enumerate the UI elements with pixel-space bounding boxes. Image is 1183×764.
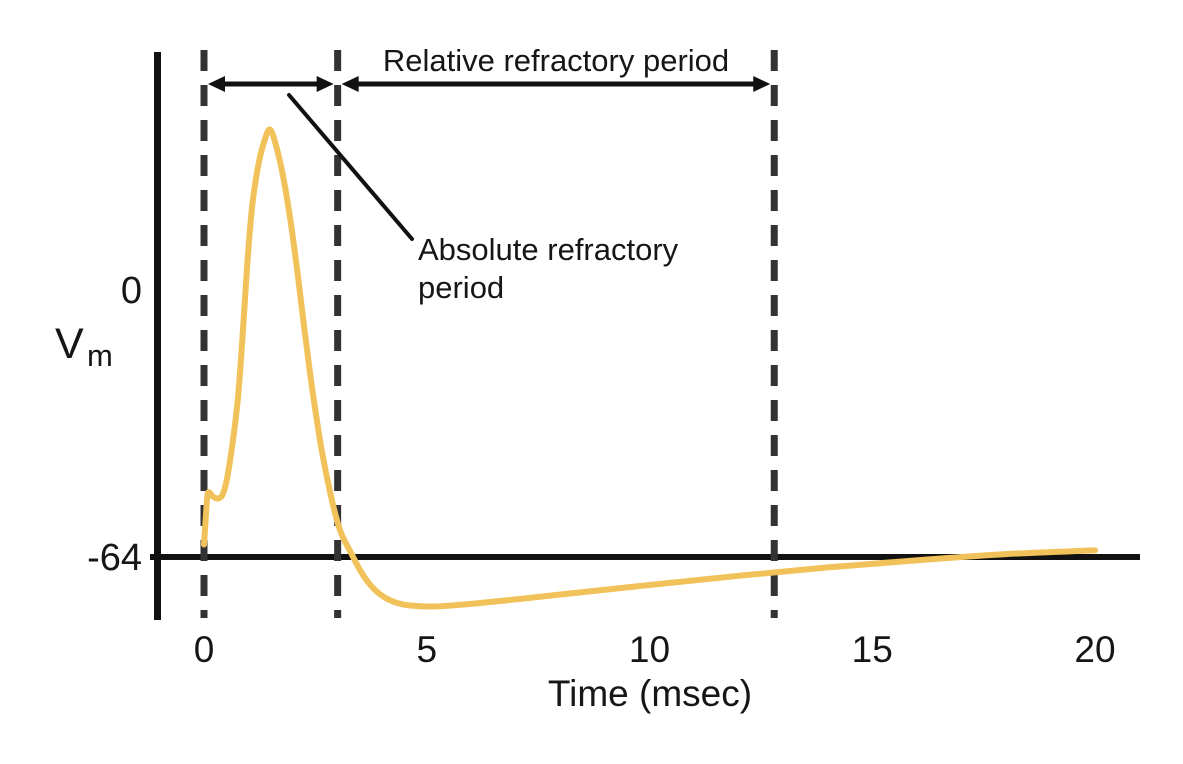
chart-dynamic-layer: 0 5 10 15 20 0 -64 <box>87 50 1116 670</box>
absolute-refractory-arrow-left-arrowhead <box>208 76 225 92</box>
y-axis-title-subscript: m <box>87 338 113 373</box>
x-tick-label-10: 10 <box>629 629 670 670</box>
absolute-refractory-label-line2: period <box>418 270 504 305</box>
absolute-refractory-label-line1: Absolute refractory <box>418 232 679 267</box>
x-tick-label-5: 5 <box>416 629 437 670</box>
absolute-refractory-arrow-right-arrowhead <box>316 76 334 92</box>
x-tick-label-0: 0 <box>194 629 215 670</box>
x-tick-label-15: 15 <box>852 629 893 670</box>
membrane-potential-curve <box>201 126 1098 610</box>
relative-refractory-label: Relative refractory period <box>383 43 729 78</box>
y-tick-label-0: 0 <box>121 270 142 312</box>
x-tick-label-20: 20 <box>1074 629 1115 670</box>
relative-refractory-arrow-right-arrowhead <box>753 76 771 92</box>
x-axis-title: Time (msec) <box>548 673 752 714</box>
relative-refractory-arrow-left-arrowhead <box>341 76 359 92</box>
y-axis-title-main: V <box>55 320 84 368</box>
absolute-label-leader-line <box>287 93 414 241</box>
y-tick-label--64: -64 <box>87 537 142 579</box>
